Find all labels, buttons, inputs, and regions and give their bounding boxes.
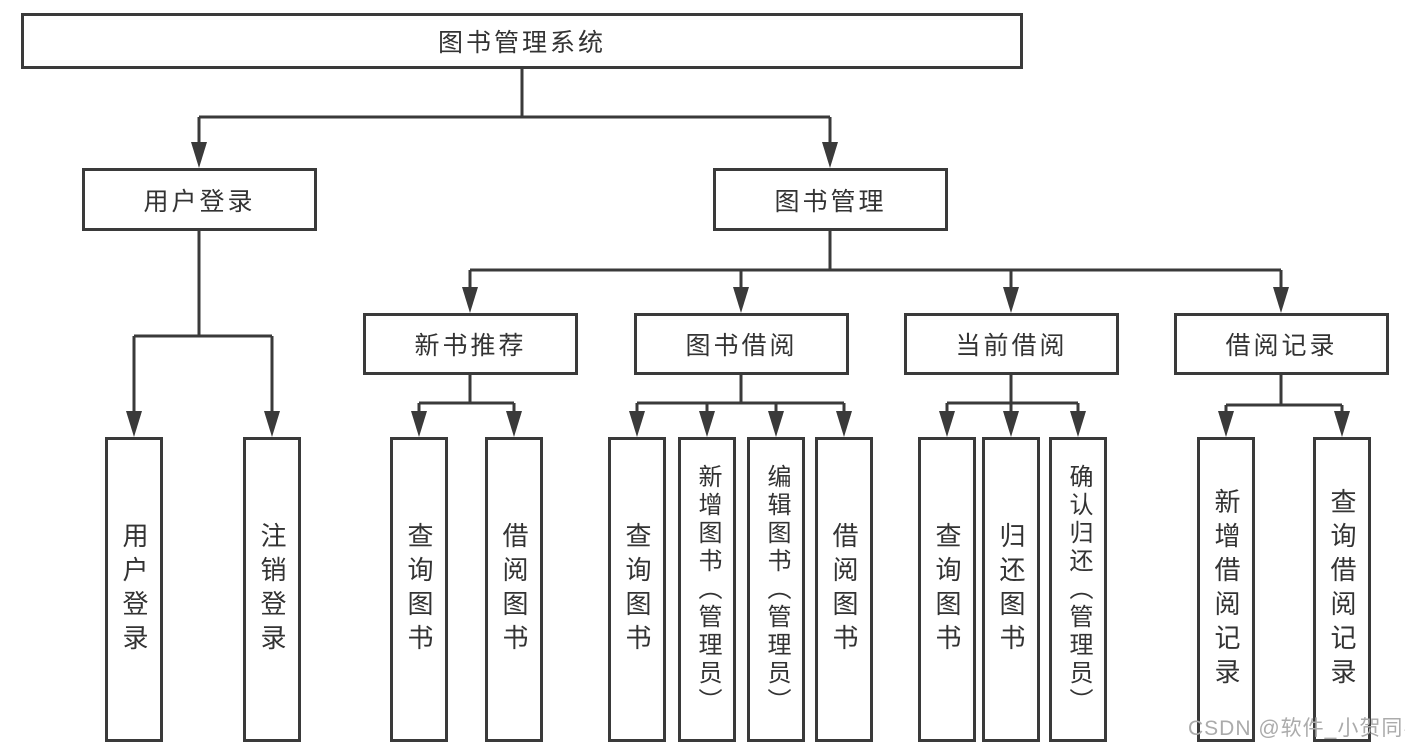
node-current-borrow: 当前借阅	[904, 313, 1119, 375]
connector-bookborrow-children	[629, 375, 852, 437]
leaf-current-query-books-label: 查询图书	[932, 521, 962, 658]
node-borrow-records: 借阅记录	[1174, 313, 1389, 375]
node-book-borrow-label: 图书借阅	[685, 332, 798, 360]
leaf-records-query-record: 查询借阅记录	[1313, 437, 1371, 742]
leaf-newbook-borrow-books: 借阅图书	[485, 437, 543, 742]
node-borrow-records-label: 借阅记录	[1225, 332, 1338, 360]
arrowhead-down-icon	[629, 411, 645, 437]
arrowhead-down-icon	[939, 411, 955, 437]
leaf-borrow-edit-books-admin-label: 编辑图书（管理员）	[763, 463, 790, 716]
arrowhead-down-icon	[699, 411, 715, 437]
leaf-borrow-query-books-label: 查询图书	[622, 521, 652, 658]
node-book-management-label: 图书管理	[774, 187, 887, 216]
node-user-login-label: 用户登录	[143, 187, 256, 216]
leaf-borrow-edit-books-admin: 编辑图书（管理员）	[747, 437, 805, 742]
leaf-borrow-query-books: 查询图书	[608, 437, 666, 742]
arrowhead-down-icon	[506, 411, 522, 437]
arrowhead-down-icon	[462, 287, 478, 313]
leaf-newbook-query-books: 查询图书	[390, 437, 448, 742]
connector-currentborrow-children	[939, 375, 1086, 437]
arrowhead-down-icon	[1218, 411, 1234, 437]
node-user-login: 用户登录	[82, 168, 317, 231]
leaf-records-add-record-label: 新增借阅记录	[1211, 487, 1241, 692]
leaf-current-return-books: 归还图书	[982, 437, 1040, 742]
arrowhead-down-icon	[191, 142, 207, 168]
arrowhead-down-icon	[264, 411, 280, 437]
arrowhead-down-icon	[1334, 411, 1350, 437]
connector-line	[197, 69, 832, 150]
leaf-borrow-borrow-books-label: 借阅图书	[829, 521, 859, 658]
arrowhead-down-icon	[411, 411, 427, 437]
arrowhead-down-icon	[768, 411, 784, 437]
leaf-records-query-record-label: 查询借阅记录	[1327, 487, 1357, 692]
leaf-newbook-borrow-books-label: 借阅图书	[499, 521, 529, 658]
arrowhead-down-icon	[1003, 411, 1019, 437]
node-book-borrow: 图书借阅	[634, 313, 849, 375]
connector-newbookrec-children	[411, 375, 522, 437]
leaf-records-add-record: 新增借阅记录	[1197, 437, 1255, 742]
leaf-current-confirm-return-admin: 确认归还（管理员）	[1049, 437, 1107, 742]
arrowhead-down-icon	[126, 411, 142, 437]
node-root-label: 图书管理系统	[437, 29, 606, 57]
leaf-user-login-label: 用户登录	[119, 521, 149, 658]
connector-line	[1224, 375, 1344, 419]
node-book-management: 图书管理	[713, 168, 948, 231]
connector-root-to-level2	[191, 69, 838, 168]
connector-line	[468, 231, 1283, 295]
leaf-logout-label: 注销登录	[257, 521, 287, 658]
arrowhead-down-icon	[822, 142, 838, 168]
leaf-user-login: 用户登录	[105, 437, 163, 742]
leaf-borrow-borrow-books: 借阅图书	[815, 437, 873, 742]
connector-userlogin-children	[126, 231, 280, 437]
leaf-current-return-books-label: 归还图书	[996, 521, 1026, 658]
connector-borrowrecords-children	[1218, 375, 1350, 437]
connector-bookmgmt-children	[462, 231, 1289, 313]
connector-line	[132, 231, 274, 419]
leaf-borrow-add-books-admin: 新增图书（管理员）	[678, 437, 736, 742]
leaf-borrow-add-books-admin-label: 新增图书（管理员）	[694, 463, 721, 716]
leaf-current-query-books: 查询图书	[918, 437, 976, 742]
arrowhead-down-icon	[836, 411, 852, 437]
node-current-borrow-label: 当前借阅	[955, 332, 1068, 360]
node-new-book-recommend: 新书推荐	[363, 313, 578, 375]
leaf-logout: 注销登录	[243, 437, 301, 742]
connector-line	[417, 375, 516, 419]
node-new-book-recommend-label: 新书推荐	[414, 332, 527, 360]
csdn-watermark: CSDN @软件_小贺同学	[1188, 717, 1405, 740]
leaf-newbook-query-books-label: 查询图书	[404, 521, 434, 658]
arrowhead-down-icon	[1070, 411, 1086, 437]
node-root: 图书管理系统	[21, 13, 1023, 69]
arrowhead-down-icon	[1003, 287, 1019, 313]
arrowhead-down-icon	[733, 287, 749, 313]
arrowhead-down-icon	[1273, 287, 1289, 313]
connector-line	[635, 375, 846, 419]
leaf-current-confirm-return-admin-label: 确认归还（管理员）	[1065, 463, 1092, 716]
